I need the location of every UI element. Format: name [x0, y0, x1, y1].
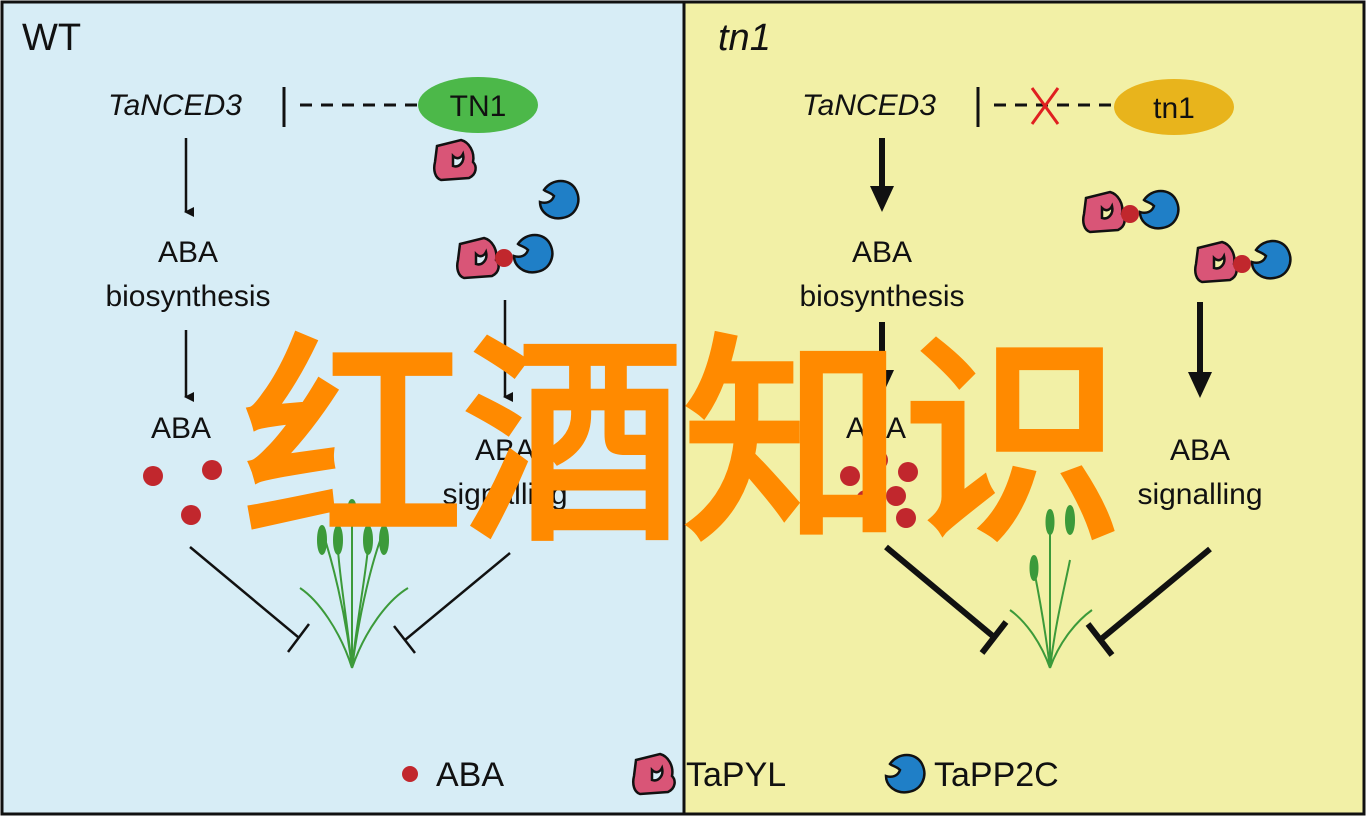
- wt-aba-label: ABA: [151, 412, 211, 445]
- tn1-aba-dot: [840, 466, 860, 486]
- tn1-mutant-protein-ellipse: [1114, 79, 1234, 135]
- tn1-biosynthesis-line2: biosynthesis: [799, 280, 964, 313]
- wt-aba-dot: [202, 460, 222, 480]
- tn1-protein-label: TN1: [450, 90, 507, 123]
- tn1-panel: [682, 0, 1366, 816]
- tn1-inhibition-right-bar: [1085, 622, 1115, 657]
- tn1-biosynthesis-line1: ABA: [852, 236, 912, 269]
- wt-biosynthesis-line1: ABA: [158, 236, 218, 269]
- wt-inhibition-left: [189, 546, 299, 638]
- tn1-protein-ellipse: [418, 77, 538, 133]
- tn1-block-x-icon: [1030, 87, 1060, 125]
- wt-inhibition-right-bar: [393, 625, 416, 654]
- tn1-inhibition-left: [884, 544, 996, 640]
- tn1-aba-dot: [886, 486, 906, 506]
- tn1-mutant-protein-label: tn1: [1153, 92, 1195, 125]
- tn1-signalling-line1: ABA: [1170, 434, 1230, 467]
- wt-panel: [0, 0, 686, 816]
- wt-title: WT: [22, 17, 81, 59]
- tn1-aba-label: ABA: [846, 412, 906, 445]
- tn1-aba-dot: [856, 490, 876, 510]
- tn1-wheat-plant-icon: [1009, 505, 1093, 669]
- tn1-signalling-line2: signalling: [1137, 478, 1262, 511]
- tn1-arrow-biosynthesis-to-aba-head: [870, 370, 894, 396]
- tn1-arrow-gene-to-biosynthesis-head: [870, 186, 894, 212]
- wt-gene-label: TaNCED3: [108, 89, 242, 122]
- wt-signalling-line2: signalling: [442, 478, 567, 511]
- wt-inhibition-right: [404, 552, 511, 641]
- legend-aba-dot: [402, 766, 418, 782]
- tn1-complex-aba-dot: [1121, 205, 1139, 223]
- tn1-title: tn1: [718, 17, 771, 59]
- tn1-complex-aba-dot: [1233, 255, 1251, 273]
- legend-aba-label: ABA: [436, 756, 504, 794]
- watermark-text: 红酒知识: [243, 321, 1123, 567]
- wt-aba-dot: [181, 505, 201, 525]
- tn1-gene-label: TaNCED3: [802, 89, 936, 122]
- wt-biosynthesis-line2: biosynthesis: [105, 280, 270, 313]
- tn1-aba-dot: [898, 462, 918, 482]
- legend-tapp2c-label: TaPP2C: [934, 756, 1059, 794]
- legend-tapyl-label: TaPYL: [686, 756, 786, 794]
- tn1-inhibition-left-bar: [979, 620, 1009, 655]
- tn1-aba-dot: [868, 450, 888, 470]
- tn1-inhibition-right: [1098, 546, 1212, 643]
- wt-signalling-line1: ABA: [475, 434, 535, 467]
- wt-aba-dot: [143, 466, 163, 486]
- wt-complex-aba-dot: [495, 249, 513, 267]
- tn1-aba-dot: [896, 508, 916, 528]
- wt-inhibition-left-bar: [287, 623, 310, 653]
- wt-wheat-plant-icon: [299, 499, 409, 669]
- tn1-arrow-complex-to-signalling-head: [1188, 372, 1212, 398]
